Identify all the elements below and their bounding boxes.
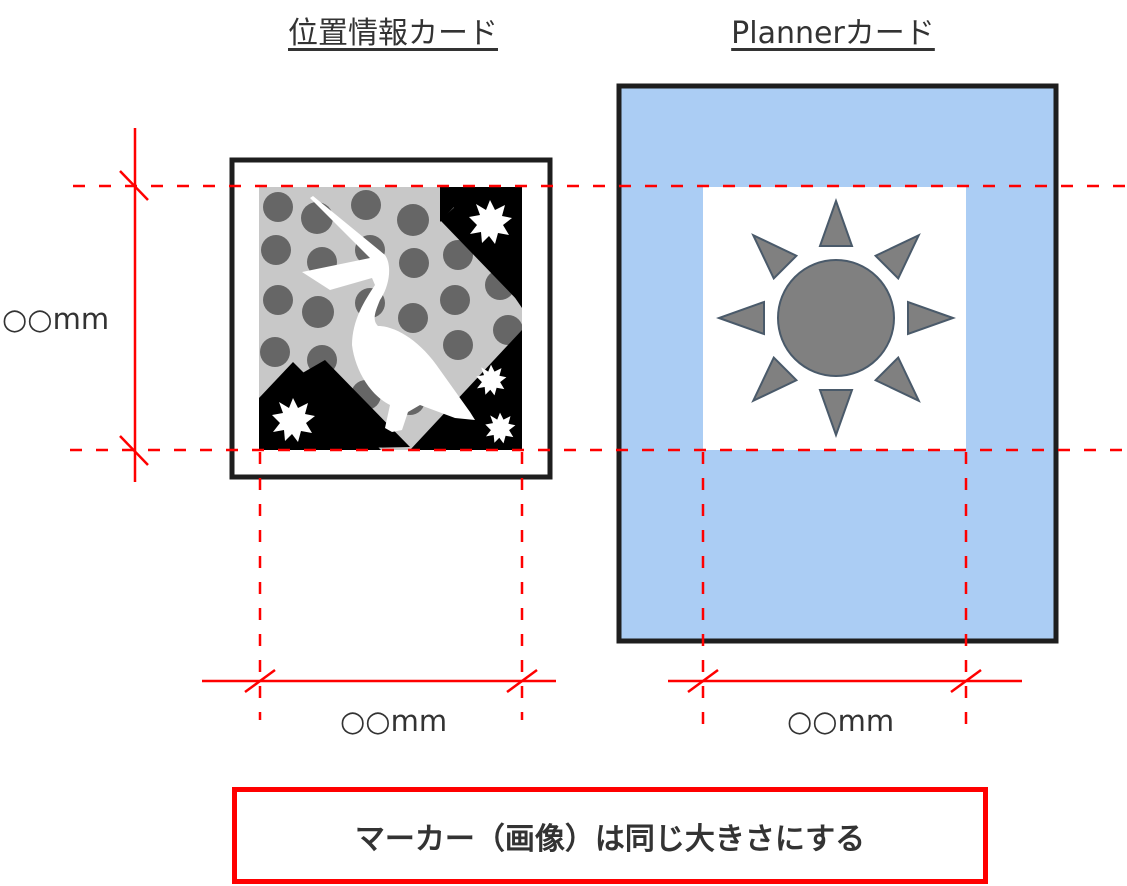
location-width-label: ○○mm xyxy=(340,704,448,738)
planner-width-label: ○○mm xyxy=(787,704,895,738)
planner-card xyxy=(616,83,1059,644)
height-dimension-label: ○○mm xyxy=(2,302,110,336)
location-card xyxy=(229,157,553,480)
note-text: マーカー（画像）は同じ大きさにする xyxy=(354,821,866,857)
planner-card-title: Plannerカード xyxy=(731,16,935,51)
pelican-marker-icon xyxy=(259,187,522,450)
sun-icon xyxy=(716,198,956,438)
note-box: マーカー（画像）は同じ大きさにする xyxy=(232,787,988,884)
location-card-title: 位置情報カード xyxy=(288,16,498,51)
dimension-lines xyxy=(70,128,1127,725)
